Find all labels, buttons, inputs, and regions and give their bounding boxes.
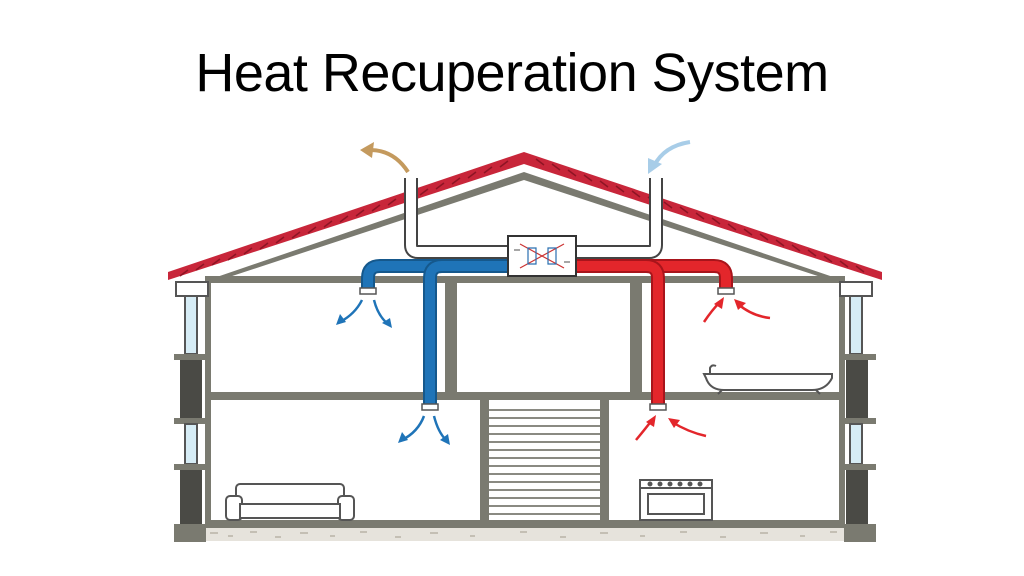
warm-air-arrow-icon (635, 297, 771, 441)
bathtub-icon (702, 364, 833, 395)
cold-air-arrow-icon (336, 299, 450, 445)
right-wall (839, 283, 845, 523)
attic-floor (205, 276, 845, 283)
intake-stack (574, 178, 663, 259)
left-facade (174, 281, 209, 542)
staircase-icon (489, 409, 600, 515)
middle-floor (205, 392, 845, 400)
ground-floor (205, 520, 845, 528)
cold-air-duct (359, 259, 512, 411)
exhaust-arrow-icon (360, 142, 410, 174)
recuperator-unit-icon (507, 235, 577, 277)
left-wall (205, 283, 211, 523)
exhaust-stack (404, 178, 512, 259)
slide-title: Heat Recuperation System (195, 43, 829, 103)
warm-air-duct (574, 259, 735, 411)
right-facade (839, 281, 876, 542)
upper-wall-left (445, 283, 457, 393)
ground (205, 527, 845, 541)
lower-wall-right (600, 400, 609, 522)
stove-icon (639, 479, 713, 521)
lower-wall-left (480, 400, 489, 522)
intake-arrow-icon (648, 140, 691, 174)
upper-wall-right (630, 283, 642, 393)
sofa-icon (225, 483, 355, 521)
ground-texture (210, 531, 837, 538)
